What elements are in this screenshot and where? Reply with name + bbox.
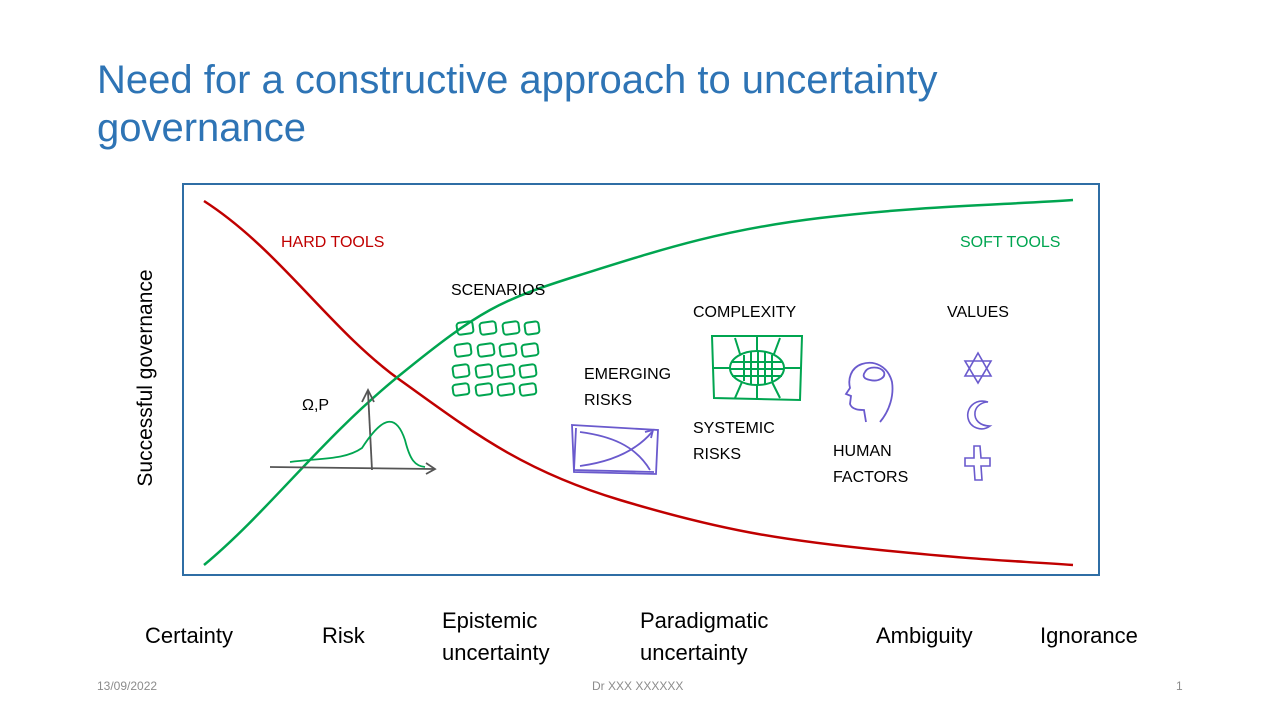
footer-page-number: 1: [1176, 679, 1183, 693]
x-label-epistemic-line1: Epistemic: [442, 608, 538, 633]
values-label: VALUES: [947, 304, 1009, 321]
x-label-ignorance: Ignorance: [1040, 623, 1138, 648]
hard-tools-label: HARD TOOLS: [281, 234, 385, 251]
x-label-ambiguity: Ambiguity: [876, 623, 973, 648]
scenario-grid-icon: [451, 320, 541, 397]
emerging-risks-label-line1: EMERGING: [584, 366, 672, 383]
footer-author: Dr XXX XXXXXX: [592, 679, 684, 693]
human-factors-label-line1: HUMAN: [833, 443, 892, 460]
hard-tools-curve: [203, 199, 1074, 567]
systemic-risks-label-line1: SYSTEMIC: [693, 420, 775, 437]
omega-p-label: Ω,P: [302, 397, 330, 414]
complexity-network-icon: [710, 335, 804, 402]
x-label-paradigmatic-line2: uncertainty: [640, 640, 748, 665]
x-label-epistemic-line2: uncertainty: [442, 640, 550, 665]
footer-date: 13/09/2022: [97, 679, 158, 693]
emerging-risks-label-line2: RISKS: [584, 392, 633, 409]
diagram-frame: [182, 183, 1100, 576]
human-head-icon: [844, 361, 894, 423]
emerging-risks-graph-icon: [571, 424, 659, 475]
scenarios-label: SCENARIOS: [451, 282, 546, 299]
complexity-label: COMPLEXITY: [693, 304, 797, 321]
human-factors-label-line2: FACTORS: [833, 469, 909, 486]
y-axis-label: Successful governance: [134, 269, 157, 487]
x-label-risk: Risk: [322, 623, 365, 648]
cross-icon: [964, 445, 991, 481]
soft-tools-curve: [203, 198, 1074, 566]
crescent-icon: [966, 400, 993, 430]
systemic-risks-label-line2: RISKS: [693, 446, 742, 463]
x-label-certainty: Certainty: [145, 623, 234, 648]
x-label-paradigmatic-line1: Paradigmatic: [640, 608, 769, 633]
distribution-sketch-icon: [269, 387, 437, 475]
star-of-david-icon: [963, 351, 993, 385]
slide-title: Need for a constructive approach to unce…: [97, 58, 938, 150]
soft-tools-label: SOFT TOOLS: [960, 234, 1061, 251]
